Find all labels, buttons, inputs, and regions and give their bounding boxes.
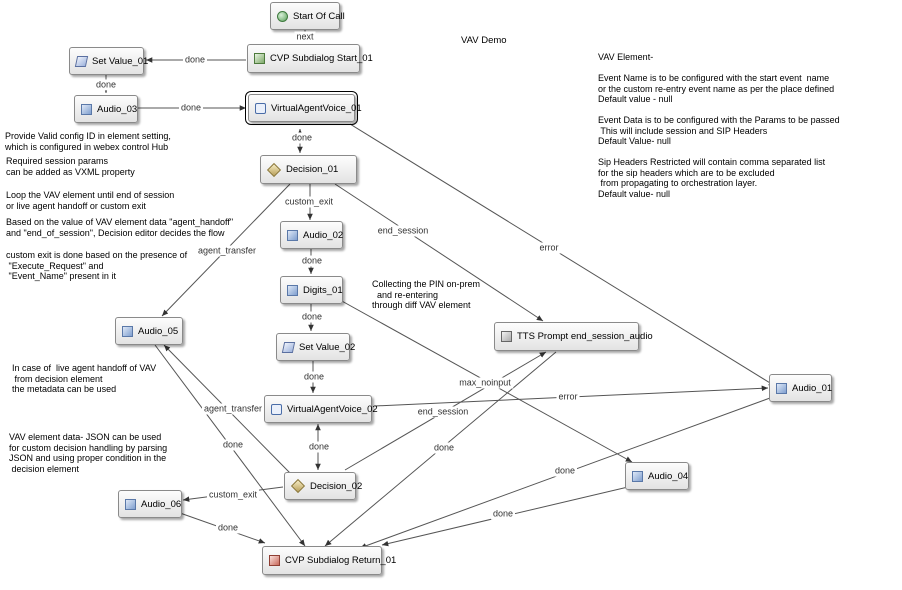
node-virtual-agent-voice-02[interactable]: VirtualAgentVoice_02	[264, 395, 378, 423]
audio-icon	[125, 498, 136, 510]
decision-icon	[290, 478, 306, 494]
note-agent-handoff: In case of live agent handoff of VAV fro…	[12, 363, 157, 394]
edge-label-done: done	[182, 54, 208, 66]
note-session-params: Required session params can be added as …	[6, 156, 135, 177]
node-digits-01[interactable]: Digits_01	[280, 276, 343, 304]
node-label: VirtualAgentVoice_01	[271, 102, 362, 114]
node-label: CVP Subdialog Return_01	[285, 555, 397, 566]
edge-label-custom-exit: custom_exit	[282, 196, 336, 208]
node-label: Audio_01	[792, 382, 833, 394]
note-config-id: Provide Valid config ID in element setti…	[5, 131, 171, 152]
node-label: Audio_03	[97, 103, 138, 115]
decision-icon	[266, 162, 282, 177]
node-audio-04[interactable]: Audio_04	[625, 462, 689, 490]
audio-icon	[632, 470, 643, 482]
edge-label-done: done	[220, 439, 246, 451]
note-collect-pin: Collecting the PIN on-prem and re-enteri…	[372, 279, 481, 310]
edge-label-done: done	[299, 311, 325, 323]
note-json-data: VAV element data- JSON can be used for c…	[9, 432, 168, 474]
node-virtual-agent-voice-01[interactable]: VirtualAgentVoice_01	[245, 91, 362, 125]
diagram-title: VAV Demo	[461, 35, 507, 46]
start-icon	[277, 10, 288, 22]
node-label: Set Value_01	[92, 55, 149, 67]
edge-label-end-session: end_session	[375, 225, 431, 237]
node-label: Audio_05	[138, 325, 179, 337]
node-label: Audio_06	[141, 498, 182, 510]
subdialog-start-icon	[254, 53, 265, 64]
set-value-icon	[281, 341, 296, 353]
edge-label-done: done	[490, 508, 516, 520]
node-label: VirtualAgentVoice_02	[287, 403, 378, 415]
node-label: Decision_01	[286, 164, 339, 175]
node-cvp-subdialog-start[interactable]: CVP Subdialog Start_01	[247, 44, 373, 73]
node-audio-03[interactable]: Audio_03	[74, 95, 138, 123]
virtual-agent-voice-icon	[255, 102, 266, 114]
node-label: TTS Prompt end_session_audio	[517, 331, 653, 342]
note-decision-flow: Based on the value of VAV element data "…	[6, 217, 234, 238]
set-value-icon	[74, 55, 89, 67]
edge-label-agent-transfer: agent_transfer	[201, 403, 265, 415]
node-label: CVP Subdialog Start_01	[270, 53, 373, 64]
edge-label-done: done	[215, 522, 241, 534]
edge-label-done: done	[431, 442, 457, 454]
edge-label-done: done	[552, 465, 578, 477]
node-start-of-call[interactable]: Start Of Call	[270, 2, 345, 30]
edge-label-error: error	[556, 391, 580, 403]
node-cvp-subdialog-return[interactable]: CVP Subdialog Return_01	[262, 546, 396, 575]
audio-icon	[122, 325, 133, 337]
audio-icon	[81, 103, 92, 115]
node-label: Audio_04	[648, 470, 689, 482]
edge-label-done: done	[289, 132, 315, 144]
node-audio-06[interactable]: Audio_06	[118, 490, 182, 518]
node-label: Digits_01	[303, 284, 343, 296]
digits-icon	[287, 284, 298, 296]
note-custom-exit: custom exit is done based on the presenc…	[6, 250, 188, 281]
edge-label-done: done	[299, 255, 325, 267]
node-tts-prompt-end-session-audio[interactable]: TTS Prompt end_session_audio	[494, 322, 653, 351]
node-audio-01[interactable]: Audio_01	[769, 374, 832, 402]
node-label: Set Value_02	[299, 341, 356, 353]
edge-label-next: next	[294, 31, 316, 43]
node-decision-01[interactable]: Decision_01	[260, 155, 357, 184]
note-vav-element: VAV Element- Event Name is to be configu…	[598, 52, 840, 199]
edge-vav1-audio1	[349, 123, 776, 387]
edge-label-max-noinput: max_noinput	[457, 377, 513, 389]
node-label: Start Of Call	[293, 10, 345, 22]
audio-icon	[776, 382, 787, 394]
node-decision-02[interactable]: Decision_02	[284, 472, 362, 500]
edge-label-done: done	[178, 102, 204, 114]
node-label: Audio_02	[303, 229, 344, 241]
tts-prompt-icon	[501, 331, 512, 342]
note-loop-vav: Loop the VAV element until end of sessio…	[6, 190, 175, 211]
node-set-value-01[interactable]: Set Value_01	[69, 47, 148, 75]
edge-decision1-tts	[334, 183, 544, 322]
edge-label-end-session: end_session	[415, 406, 471, 418]
edge-label-agent-transfer: agent_transfer	[195, 245, 259, 257]
node-label: Decision_02	[310, 480, 363, 492]
edge-label-done: done	[93, 79, 119, 91]
edge-label-done: done	[306, 441, 332, 453]
subdialog-return-icon	[269, 555, 280, 566]
node-audio-02[interactable]: Audio_02	[280, 221, 343, 249]
edge-label-done: done	[301, 371, 327, 383]
audio-icon	[287, 229, 298, 241]
node-audio-05[interactable]: Audio_05	[115, 317, 183, 345]
virtual-agent-voice-icon	[271, 403, 282, 415]
node-set-value-02[interactable]: Set Value_02	[276, 333, 355, 361]
edge-label-error: error	[537, 242, 561, 254]
edge-label-custom-exit: custom_exit	[206, 489, 260, 501]
